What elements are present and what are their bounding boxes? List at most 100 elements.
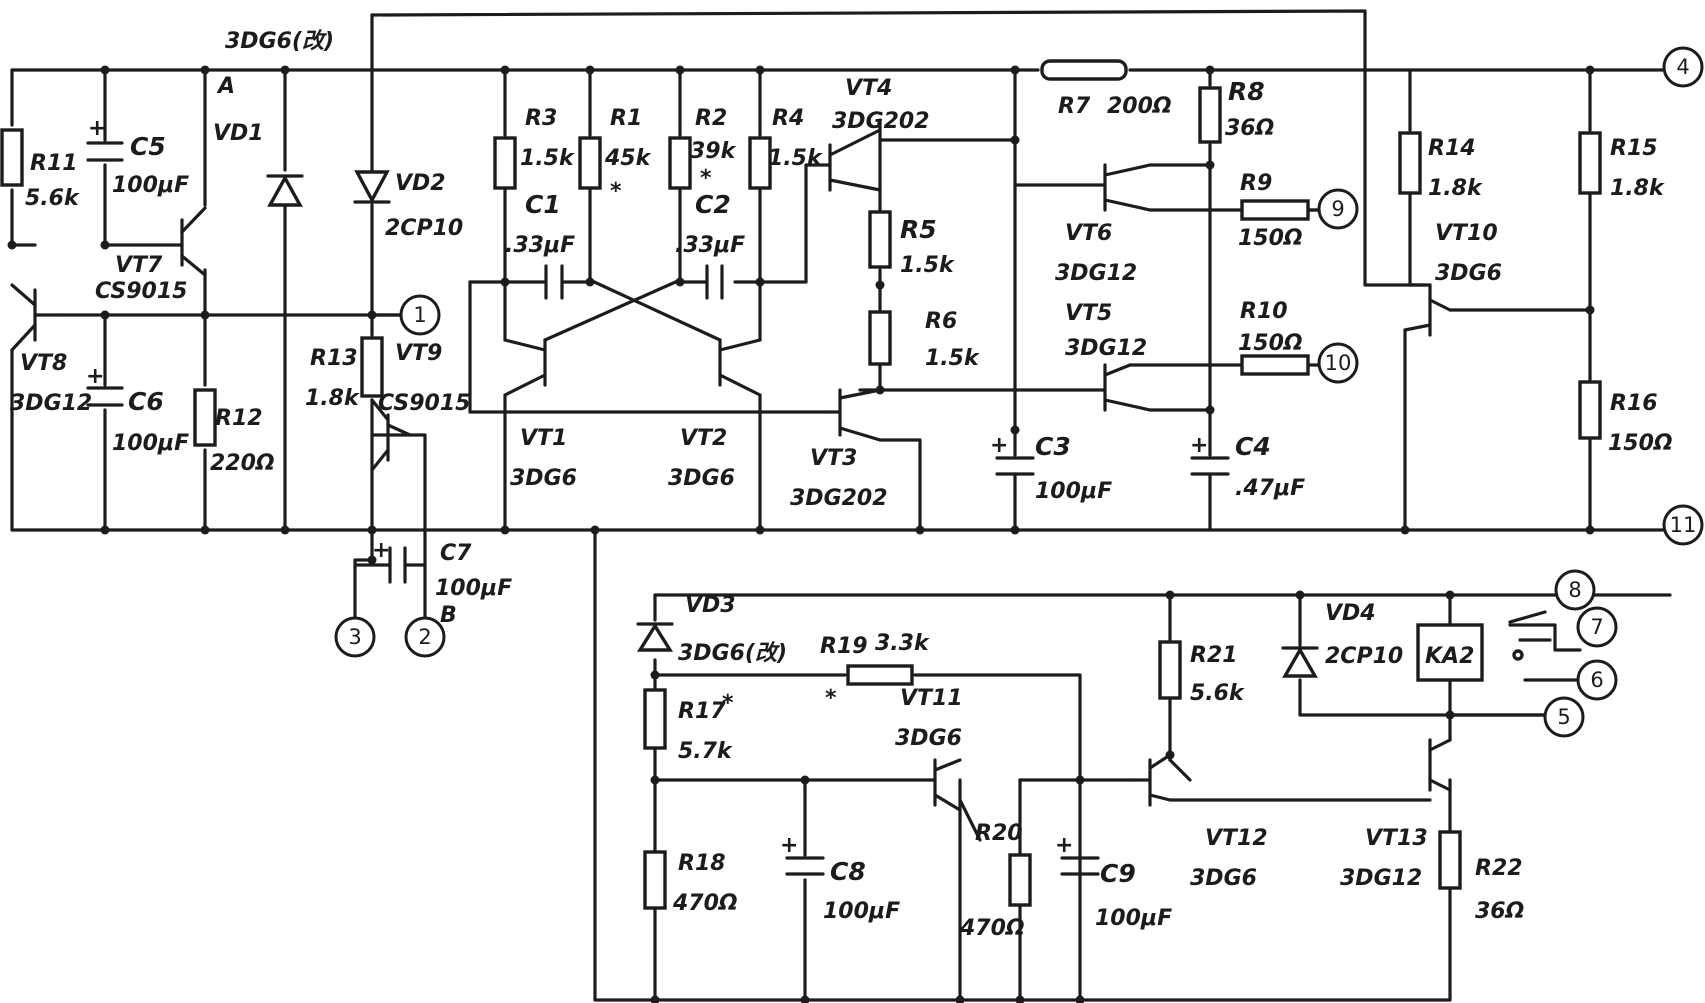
- terminals: 1 2 3 4 5 6 7 8: [334, 46, 1704, 738]
- terminal-4: 4: [1662, 46, 1704, 88]
- label-c2: C2: [695, 190, 731, 219]
- label-r11: R11: [30, 151, 78, 176]
- capacitor-c2: [705, 264, 724, 300]
- label-vt4: VT4: [845, 76, 892, 101]
- label-mod-a: 3DG6(改): [225, 29, 334, 54]
- component-labels: 3DG6(改) A VD1 VD2 2CP10 R11 5.6k C5 100μ…: [10, 29, 1673, 941]
- terminal-4-label: 4: [1676, 55, 1689, 79]
- diode-vd2: [353, 170, 391, 204]
- transistor-vt6: [1013, 163, 1152, 212]
- label-c6: C6: [128, 387, 164, 416]
- resistor-r10: [1240, 354, 1310, 376]
- label-r17-value: 5.7k: [678, 739, 733, 764]
- label-r18: R18: [678, 851, 726, 876]
- resistor-r12: [193, 388, 217, 447]
- label-c5: C5: [130, 132, 166, 161]
- label-c4-value: .47μF: [1235, 476, 1305, 501]
- resistor-r8: [1198, 86, 1222, 144]
- capacitor-c1: [544, 264, 577, 300]
- resistor-r13: [360, 336, 384, 398]
- terminal-8: 8: [1554, 569, 1596, 611]
- svg-text:+: +: [990, 433, 1008, 458]
- relay-ka2: [1416, 610, 1552, 682]
- label-r22-value: 36Ω: [1475, 899, 1524, 924]
- terminal-3-label: 3: [348, 625, 361, 649]
- label-c9: C9: [1100, 859, 1136, 888]
- label-r16-value: 150Ω: [1608, 431, 1673, 456]
- label-vt6-value: 3DG12: [1055, 261, 1137, 286]
- label-c1: C1: [525, 190, 561, 219]
- terminal-2: 2: [404, 616, 446, 658]
- label-vt11-value: 3DG6: [895, 726, 962, 751]
- label-r19-star: *: [825, 686, 837, 711]
- label-r8-value: 36Ω: [1225, 116, 1274, 141]
- transistor-vt10: [1403, 283, 1452, 337]
- label-r3-value: 1.5k: [520, 146, 575, 171]
- transistor-vt1: [503, 338, 547, 397]
- label-vt10-value: 3DG6: [1435, 261, 1502, 286]
- diodes: [266, 170, 1319, 678]
- label-vt1: VT1: [520, 426, 567, 451]
- resistor-r4: [748, 136, 772, 190]
- label-vt7: VT7: [115, 253, 163, 278]
- transistor-vt13: [1428, 738, 1452, 792]
- label-c3-value: 100μF: [1035, 479, 1112, 504]
- label-vt9-value: CS9015: [378, 391, 470, 416]
- resistor-r16: [1578, 380, 1602, 440]
- transistors: [10, 128, 1452, 812]
- label-vt13: VT13: [1365, 826, 1428, 851]
- terminal-10: 10: [1317, 342, 1359, 384]
- label-r4: R4: [772, 106, 804, 131]
- label-r4-value: 1.5k: [768, 146, 823, 171]
- label-r2-value: 39k: [690, 139, 737, 164]
- label-vt13-value: 3DG12: [1340, 866, 1422, 891]
- transistor-vt2: [718, 338, 762, 397]
- transistor-vt9: [370, 398, 412, 472]
- label-r14-value: 1.8k: [1428, 176, 1483, 201]
- label-r5: R5: [900, 215, 937, 244]
- label-vd4: VD4: [1325, 601, 1376, 626]
- terminal-8-label: 8: [1568, 578, 1581, 602]
- label-r13-value: 1.8k: [305, 386, 360, 411]
- resistor-r15: [1578, 131, 1602, 195]
- resistors: [0, 59, 1602, 910]
- label-mod-b: 3DG6(改): [678, 641, 787, 666]
- resistor-r18: [643, 850, 667, 910]
- resistor-r11: [0, 128, 24, 187]
- label-vt12-value: 3DG6: [1190, 866, 1257, 891]
- label-c7-value: 100μF: [435, 576, 512, 601]
- svg-text:+: +: [1055, 833, 1073, 858]
- label-c1-value: .33μF: [505, 233, 575, 258]
- label-r21-value: 5.6k: [1190, 681, 1245, 706]
- label-r20: R20: [975, 821, 1023, 846]
- resistor-r19: [846, 664, 914, 686]
- label-c6-value: 100μF: [112, 431, 189, 456]
- label-r12: R12: [215, 406, 263, 431]
- transistor-vt4: [828, 128, 882, 192]
- capacitor-c8: +: [780, 833, 825, 876]
- label-ka2: KA2: [1425, 644, 1474, 669]
- capacitor-c9: +: [1055, 833, 1100, 876]
- label-vt5-value: 3DG12: [1065, 336, 1147, 361]
- label-r8: R8: [1228, 77, 1265, 106]
- label-point-b: B: [440, 603, 457, 628]
- label-vt8: VT8: [20, 351, 67, 376]
- resistor-r5: [868, 210, 892, 269]
- diode-vd3: [636, 622, 674, 652]
- capacitor-c5: +: [86, 116, 124, 162]
- label-r19: R19: [820, 634, 868, 659]
- capacitor-c3: +: [990, 433, 1035, 497]
- label-r3: R3: [525, 106, 557, 131]
- resistor-r22: [1438, 830, 1462, 890]
- label-r18-value: 470Ω: [672, 891, 738, 916]
- label-vt4-value: 3DG202: [832, 109, 930, 134]
- label-r13: R13: [310, 346, 358, 371]
- terminal-5: 5: [1448, 696, 1585, 738]
- label-r15: R15: [1610, 136, 1658, 161]
- transistor-vt5: [1078, 363, 1152, 412]
- label-vd3: VD3: [685, 593, 736, 618]
- label-c3: C3: [1035, 432, 1071, 461]
- resistor-r7: [1040, 59, 1128, 81]
- label-r10: R10: [1240, 299, 1288, 324]
